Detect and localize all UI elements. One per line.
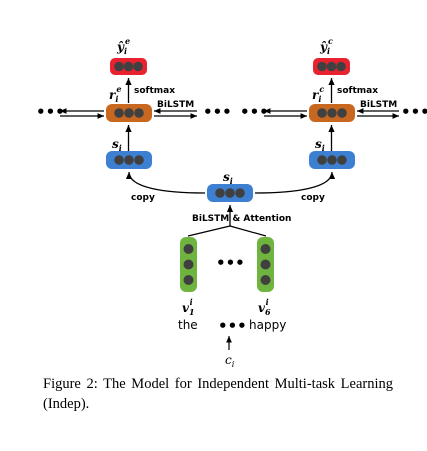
- left-ellipsis-a: •••: [36, 103, 65, 121]
- bilstm-attention-label: BiLSTM & Attention: [192, 214, 291, 224]
- left-output-label: ŷie: [116, 36, 130, 56]
- context-label: ci: [225, 353, 235, 369]
- right-bilstm-label: BiLSTM: [360, 100, 397, 110]
- attention-line-right: [229, 225, 267, 237]
- right-softmax-label: softmax: [337, 86, 378, 96]
- right-ellipsis-b: •••: [401, 103, 427, 121]
- copy-arrow-right: [254, 171, 336, 194]
- word-vector-last: [257, 237, 274, 292]
- word-ellipsis: •••: [218, 317, 247, 335]
- attention-line-left: [187, 225, 231, 237]
- left-s-node: [106, 151, 152, 169]
- figure-caption: Figure 2: The Model for Independent Mult…: [43, 376, 393, 412]
- word-vector-last-label: v6i: [258, 297, 271, 317]
- right-ellipsis-a: •••: [240, 103, 269, 121]
- right-output-node: [313, 58, 350, 75]
- left-softmax-label: softmax: [134, 86, 175, 96]
- copy-label-left: copy: [131, 193, 155, 203]
- left-s-label: si: [112, 137, 122, 153]
- left-bilstm-label: BiLSTM: [157, 100, 194, 110]
- word-first: the: [178, 318, 198, 332]
- left-ellipsis-b: •••: [203, 103, 232, 121]
- copy-arrow-left: [125, 171, 206, 194]
- word-last: happy: [249, 318, 286, 332]
- right-hidden-node: [309, 104, 355, 122]
- word-vector-ellipsis: •••: [216, 254, 245, 272]
- copy-label-right: copy: [301, 193, 325, 203]
- word-vector-first: [180, 237, 197, 292]
- right-hidden-label: ric: [312, 84, 324, 104]
- center-s-label: si: [223, 170, 233, 186]
- right-s-label: si: [315, 137, 325, 153]
- left-hidden-label: rie: [109, 84, 121, 104]
- right-output-label: ŷic: [319, 36, 333, 56]
- left-output-node: [110, 58, 147, 75]
- center-s-node: [207, 184, 253, 202]
- left-hidden-node: [106, 104, 152, 122]
- model-diagram: ŷie softmax rie ••• BiLSTM ••• si ŷic so…: [36, 36, 427, 369]
- right-s-node: [309, 151, 355, 169]
- word-vector-first-label: v1i: [182, 297, 195, 317]
